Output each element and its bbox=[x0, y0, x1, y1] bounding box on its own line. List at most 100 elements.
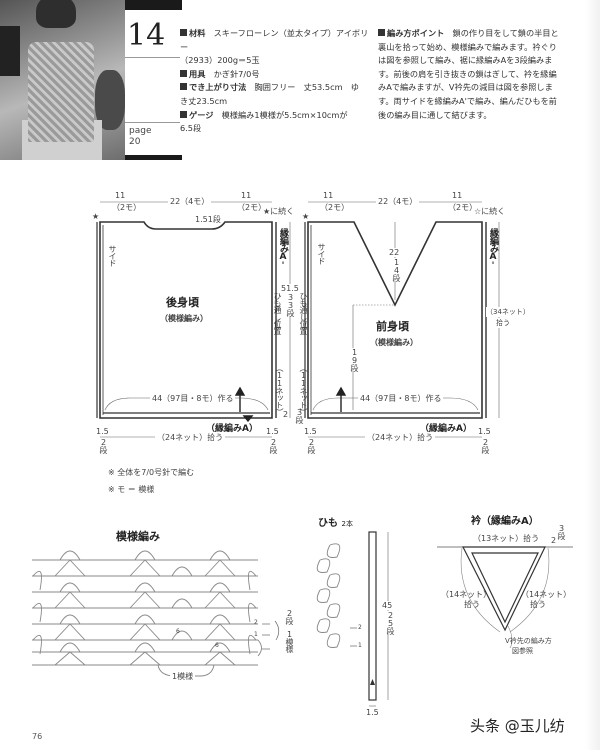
collar-left-pickup: （14ネット） bbox=[441, 590, 492, 599]
collar-v-note2: 図参照 bbox=[512, 647, 533, 655]
collar-top-pickup: （13ネット）拾う bbox=[473, 534, 540, 543]
page-reference: page 20 bbox=[129, 126, 151, 148]
front-dim-right-mo: （2モ） bbox=[448, 203, 478, 212]
back-hem-right: 1.5 bbox=[266, 427, 279, 436]
instructions-line: す。両サイドを縁編みA'で編み、編んだひもを前 bbox=[378, 95, 557, 106]
divider bbox=[125, 122, 180, 123]
front-hem-left-rows: 2段 bbox=[307, 438, 316, 453]
page-ref-number: 20 bbox=[129, 137, 141, 147]
tie-position-right: ひも通し位置 bbox=[299, 292, 308, 334]
instructions-line: 裏山を拾って始め、模様編みで編みます。衿ぐり bbox=[378, 41, 557, 52]
front-dim-left: 11 bbox=[323, 191, 334, 200]
back-panel-subtitle: （模様編み） bbox=[160, 314, 208, 323]
back-dim-left: 11 bbox=[115, 191, 126, 200]
number-bar-top bbox=[125, 0, 182, 10]
collar-drawing bbox=[437, 546, 573, 632]
instructions-block: 編み方ポイント 鎖の作り目をして鎖の半目と 裏山を拾って始め、模様編みで編みます… bbox=[378, 27, 583, 122]
cord-row-2: 2 bbox=[358, 624, 362, 631]
middle-rows: 33段 bbox=[285, 293, 296, 316]
materials-line: 材料 スキーフローレン（並太タイプ）アイボリー bbox=[180, 28, 369, 52]
chart-side-note-repeat: 1模様 bbox=[285, 630, 294, 652]
front-panel-outline bbox=[307, 221, 483, 419]
stitch-chart-title: 模様編み bbox=[116, 530, 160, 543]
size-line: でき上がり寸法 胸囲フリー 丈53.5cm ゆ bbox=[180, 81, 370, 95]
back-side-label: サイド bbox=[108, 245, 117, 266]
back-dim-right-mo: （2モ） bbox=[237, 203, 267, 212]
front-hem-left: 1.5 bbox=[304, 427, 317, 436]
stitch-chart-drawing bbox=[32, 550, 262, 677]
front-star: ★ bbox=[302, 212, 310, 221]
back-hem-right-rows: 2段 bbox=[269, 438, 278, 453]
number-bar-bottom bbox=[125, 155, 182, 160]
photo-vest bbox=[28, 42, 94, 142]
cord-length: 45 bbox=[382, 601, 393, 610]
stitch-chart-repeat: 1模様 bbox=[170, 671, 196, 682]
back-dim-left-mo: （2モ） bbox=[112, 203, 142, 212]
back-hem-left-rows: 2段 bbox=[99, 438, 108, 453]
front-lower-rows: 19段 bbox=[349, 348, 360, 371]
chart-number: 6 bbox=[215, 642, 219, 649]
photo-background-frame bbox=[0, 26, 20, 76]
front-hem-right-rows: 2段 bbox=[481, 438, 490, 453]
collar-rows-3: 3段 bbox=[557, 524, 566, 539]
back-panel-outline bbox=[99, 221, 273, 419]
gauge-line: ゲージ 模様編み1模様が5.5cm×10cmが bbox=[180, 109, 370, 123]
chart-number: 6 bbox=[176, 628, 180, 635]
tie-position-left: ひも通し位置 bbox=[273, 292, 282, 334]
watermark: 头条 @玉儿纺 bbox=[470, 717, 565, 735]
cord-title: ひも 2本 bbox=[318, 518, 353, 529]
middle-height: 51.5 bbox=[281, 284, 299, 293]
front-dim-left-mo: （2モ） bbox=[320, 203, 350, 212]
collar-left-pickup2: 拾う bbox=[464, 600, 480, 609]
front-hem-right: 1.5 bbox=[478, 427, 491, 436]
chart-row-2: 2 bbox=[254, 619, 258, 626]
front-hem-label: （縁編みA） bbox=[420, 424, 472, 434]
photo-hair bbox=[36, 0, 76, 28]
chart-side-note-rows: 2段 bbox=[285, 609, 294, 624]
front-hem-pickup: （24ネット）拾う bbox=[365, 432, 436, 443]
collar-title: 衿（縁編みA） bbox=[471, 516, 539, 527]
back-panel-title: 後身頃 bbox=[166, 296, 199, 309]
collar-rows-2: 2 bbox=[551, 536, 557, 545]
front-edge-label: 縁編みA' bbox=[488, 228, 498, 270]
front-dim-right: 11 bbox=[452, 191, 463, 200]
front-side-pickup2: 拾う bbox=[496, 318, 510, 328]
gauge-line: 6.5段 bbox=[180, 123, 202, 134]
chart-row-1: 1 bbox=[254, 631, 258, 638]
model-photo bbox=[0, 0, 125, 160]
back-star: ★ bbox=[92, 212, 100, 221]
materials-line: （2933）200g＝5玉 bbox=[180, 55, 260, 66]
v-rows: 14段 bbox=[391, 258, 402, 281]
cord-rows: 25段 bbox=[385, 611, 396, 634]
page-number: 76 bbox=[32, 732, 43, 741]
collar-v-note: V衿先の編み方 bbox=[505, 637, 552, 645]
divider bbox=[125, 57, 180, 58]
front-side-label: サイド bbox=[317, 243, 326, 264]
net-left: （11ネット） bbox=[275, 364, 284, 415]
front-cast-on: 44（97目・8モ）作る bbox=[358, 393, 444, 404]
size-line: き丈23.5cm bbox=[180, 95, 228, 106]
back-continue-label: ★に続く bbox=[263, 207, 295, 216]
collar-right-pickup2: 拾う bbox=[530, 600, 546, 609]
cord-width: 1.5 bbox=[366, 708, 379, 717]
instructions-line: 後の編み目に通して結びます。 bbox=[378, 109, 492, 120]
back-cast-on: 44（97目・8モ）作る bbox=[150, 393, 236, 404]
back-hem-pickup: （24ネット）拾う bbox=[155, 432, 226, 443]
page-edge-shadow bbox=[585, 0, 600, 750]
note-needle: ※ 全体を7/0号針で編む bbox=[108, 468, 195, 477]
note-mo-definition: ※ モ ＝ 模様 bbox=[108, 485, 155, 494]
materials-block: 材料 スキーフローレン（並太タイプ）アイボリー （2933）200g＝5玉 用具… bbox=[180, 27, 370, 136]
cord-row-1: 1 bbox=[358, 642, 362, 649]
back-hem-left: 1.5 bbox=[96, 427, 109, 436]
front-dim-center: 22（4モ） bbox=[376, 196, 420, 207]
back-neck-depth: 1.51段 bbox=[195, 215, 221, 224]
instructions-line: 編み方ポイント 鎖の作り目をして鎖の半目と bbox=[378, 27, 583, 41]
front-panel-subtitle: （模様編み） bbox=[370, 338, 418, 347]
middle-bottom-2: 2 bbox=[283, 410, 289, 419]
back-edge-label: 縁編みA' bbox=[278, 228, 288, 270]
front-side-pickup: （34ネット） bbox=[486, 307, 530, 317]
v-depth: 22 bbox=[389, 248, 400, 257]
collar-right-pickup: （14ネット） bbox=[521, 590, 572, 599]
instructions-line: す。前後の肩を引き抜きの鎖はぎして、衿を縁編 bbox=[378, 68, 557, 79]
